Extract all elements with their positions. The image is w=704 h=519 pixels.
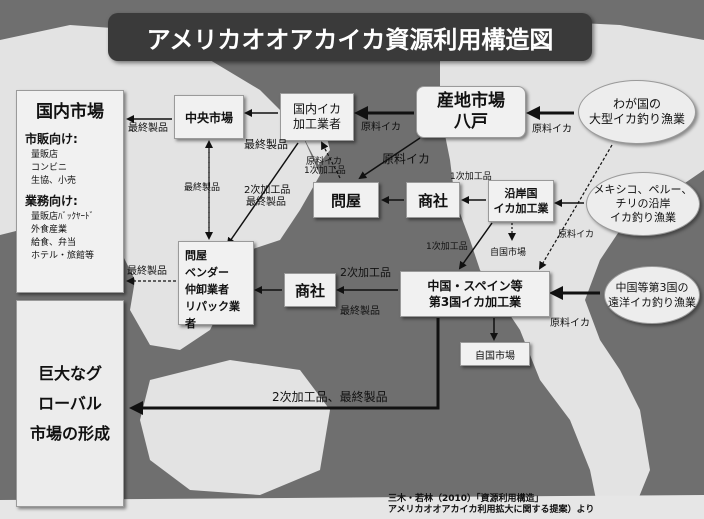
coastal-fishery-ellipse: メキシコ、ペルー、 チリの沿岸 イカ釣り漁業 [586, 172, 700, 236]
arrow-processor-to-distributors [226, 142, 299, 246]
trading-company-top-box: 商社 [406, 182, 460, 218]
flow-label: 原料イカ [532, 124, 572, 135]
flow-label: 原料イカ [361, 122, 401, 133]
distributor-line: ベンダー [185, 266, 229, 279]
retail-heading: 市販向け: [25, 132, 78, 146]
flow-label: 最終製品 [184, 183, 221, 193]
domestic-processor-line: 加工業者 [292, 117, 341, 131]
wholesaler-label: 問屋 [330, 191, 361, 210]
flow-label: 最終製品 [340, 306, 380, 317]
source-line: アメリカオオアカイカ利用拡大に関する提案）より [388, 505, 595, 515]
flow-label: 2次加工品 [244, 185, 291, 196]
jp-fishery-ellipse: わが国の 大型イカ釣り漁業 [578, 80, 696, 144]
flow-label: 最終製品 [128, 123, 168, 134]
origin-market-line: 八戸 [454, 112, 488, 132]
flow-label: 原料イカ [550, 318, 590, 329]
arrow-jpfishery-to-third [538, 144, 613, 270]
source-citation: 三木・若林（2010）「資源利用構造」 アメリカオオアカイカ利用拡大に関する提案… [388, 494, 594, 516]
jp-fishery-line: わが国の [612, 97, 661, 111]
global-market-line: ローバル [38, 393, 102, 413]
flow-label: 最終製品 [127, 266, 167, 277]
distributor-line: リパック業者 [185, 300, 240, 330]
origin-market-line: 産地市場 [437, 91, 505, 111]
retail-item: コンビニ [31, 163, 68, 173]
domestic-processor-box: 国内イカ 加工業者 [280, 93, 354, 141]
flow-label: 自国市場 [490, 248, 527, 258]
trading-company-mid-box: 商社 [284, 273, 336, 307]
source-line: 三木・若林（2010）「資源利用構造」 [388, 494, 544, 504]
flow-label: 原料イカ [306, 157, 343, 167]
business-item: ホテル・旅館等 [31, 251, 95, 261]
flow-label: 2次加工品 [340, 266, 391, 279]
global-market-line: 市場の形成 [29, 423, 110, 443]
coastal-fishery-line: メキシコ、ペルー、 [593, 183, 693, 196]
trading-company-top-label: 商社 [417, 191, 448, 210]
third-country-fishery-ellipse: 中国等第3国の 遠洋イカ釣り漁業 [604, 266, 700, 324]
domestic-market-box: 国内市場 市販向け: 量販店 コンビニ 生協、小売 業務向け: 量販店ﾊﾞｯｸﾔ… [16, 90, 124, 293]
diagram-title: アメリカオオアカイカ資源利用構造図 [108, 13, 592, 61]
land-antarctica [0, 495, 704, 519]
own-country-market-label: 自国市場 [475, 350, 515, 362]
arrow-wholesaler-to-processor [321, 141, 341, 179]
jp-fishery-line: 大型イカ釣り漁業 [588, 112, 685, 126]
central-market-label: 中央市場 [184, 110, 233, 125]
wholesaler-box: 問屋 [313, 182, 379, 218]
distributor-line: 仲卸業者 [185, 283, 229, 296]
coastal-processor-box: 沿岸国 イカ加工業 [488, 180, 554, 222]
coastal-fishery-line: チリの沿岸 [615, 197, 671, 210]
coastal-processor-line: イカ加工業 [493, 202, 549, 215]
arrow-origin-to-wholesaler [358, 137, 421, 180]
third-country-processor-box: 中国・スペイン等 第3国イカ加工業 [400, 271, 550, 317]
third-fishery-line: 遠洋イカ釣り漁業 [608, 296, 696, 309]
domestic-processor-line: 国内イカ [292, 102, 341, 116]
flow-label: 最終製品 [244, 138, 288, 151]
flow-label: 1次加工品 [426, 242, 468, 252]
origin-market-box: 産地市場 八戸 [416, 86, 526, 138]
own-country-market-box: 自国市場 [460, 342, 530, 366]
coastal-fishery-line: イカ釣り漁業 [610, 211, 676, 224]
arrow-third-to-global [129, 318, 440, 415]
domestic-market-heading: 国内市場 [36, 102, 104, 122]
business-item: 給食、弁当 [31, 238, 77, 248]
land-americas [440, 20, 704, 519]
flow-label: 2次加工品、最終製品 [272, 390, 388, 404]
flow-label: 原料イカ [382, 152, 431, 166]
business-heading: 業務向け: [25, 194, 78, 208]
arrow-coastal-to-third [458, 222, 493, 270]
flow-label: 最終製品 [246, 197, 286, 208]
global-market-box: 巨大なグ ローバル 市場の形成 [16, 300, 124, 507]
flow-label: 原料イカ [558, 230, 595, 240]
trading-company-mid-label: 商社 [294, 281, 325, 300]
business-item: 量販店ﾊﾞｯｸﾔｰﾄﾞ [31, 212, 95, 222]
global-market-line: 巨大なグ [37, 363, 102, 383]
flow-label: 1次加工品 [450, 172, 492, 182]
third-processor-line: 第3国イカ加工業 [428, 295, 522, 309]
business-item: 外食産業 [31, 225, 68, 235]
third-processor-line: 中国・スペイン等 [427, 279, 523, 293]
distributors-box: 問屋 ベンダー 仲卸業者 リパック業者 [178, 241, 254, 330]
third-fishery-line: 中国等第3国の [615, 281, 689, 294]
central-market-box: 中央市場 [174, 95, 244, 139]
land-australia [140, 360, 330, 495]
distributor-line: 問屋 [185, 249, 207, 262]
retail-item: 量販店 [31, 150, 59, 160]
flow-label: 1次加工品 [304, 166, 346, 176]
coastal-processor-line: 沿岸国 [504, 187, 538, 200]
retail-item: 生協、小売 [31, 176, 77, 186]
